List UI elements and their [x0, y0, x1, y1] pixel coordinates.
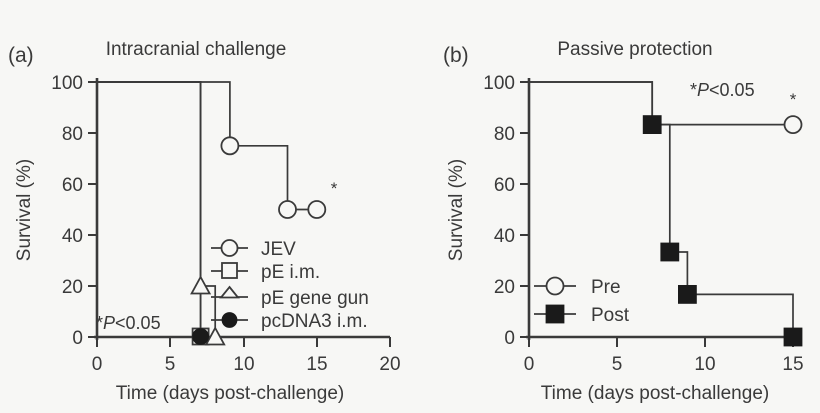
marker-open-circle-pre-d15 [783, 115, 803, 134]
panel-b-ytick-20: 20 [494, 277, 515, 298]
panel-a-ytick-100: 100 [51, 73, 83, 94]
panel-a-xtick-0: 0 [92, 354, 103, 375]
marker-open-circle-jev-d13 [278, 200, 297, 219]
panel-a-ytick-60: 60 [62, 175, 83, 196]
panel-b-ytick-40: 40 [494, 226, 515, 247]
panel-b-legend: Pre Post [534, 276, 630, 326]
panel-b-pvalue-rest: <0.05 [709, 80, 755, 100]
panel-a-x-ticks: 0 5 10 15 20 [92, 337, 401, 375]
panel-a-legend-label-jev: JEV [261, 239, 296, 260]
marker-open-circle-jev-d9 [220, 136, 240, 156]
panel-a-ytick-40: 40 [62, 226, 83, 247]
panel-b-significance-star: * [790, 90, 797, 109]
panel-a-legend-item-pcdna3-im[interactable]: pcDNA3 i.m. [211, 311, 368, 332]
panel-a: (a) Intracranial challenge 0 20 40 60 80… [8, 39, 401, 404]
panel-b-ytick-100: 100 [483, 73, 515, 94]
panel-a-letter: (a) [8, 44, 34, 67]
marker-open-triangle-pe-gene-gun-d7 [190, 275, 212, 295]
panel-b-xtick-0: 0 [524, 354, 535, 375]
open-square-icon [221, 262, 238, 279]
filled-circle-icon [221, 312, 238, 328]
panel-a-pvalue-p: P [103, 313, 115, 333]
panel-b-ytick-0: 0 [504, 328, 515, 349]
panel-a-pvalue-note: *P<0.05 [96, 313, 161, 333]
panel-a-xlabel: Time (days post-challenge) [116, 383, 344, 404]
open-triangle-icon [219, 285, 240, 299]
panel-a-legend-item-pe-im[interactable]: pE i.m. [211, 262, 320, 283]
open-circle-icon [545, 276, 565, 296]
panel-b-xtick-15: 15 [782, 354, 803, 375]
panel-b: (b) Passive protection 0 20 40 60 80 100 [443, 39, 804, 404]
panel-a-xtick-20: 20 [379, 354, 400, 375]
marker-open-triangle-pe-gene-gun-d8 [204, 326, 226, 346]
panel-a-legend-label-pe-gene-gun: pE gene gun [261, 288, 369, 309]
panel-a-markers [190, 136, 327, 346]
panel-a-significance-star: * [331, 179, 338, 198]
panel-b-title: Passive protection [557, 39, 712, 60]
panel-a-xtick-10: 10 [233, 354, 254, 375]
panel-b-x-ticks: 0 5 10 15 [524, 337, 804, 375]
panel-b-letter: (b) [443, 44, 469, 67]
panel-b-legend-label-post: Post [591, 305, 630, 326]
panel-b-pvalue-star: * [690, 80, 697, 100]
marker-open-circle-jev-d15 [307, 200, 327, 219]
panel-b-pvalue-p: P [697, 80, 709, 100]
panel-b-legend-item-pre[interactable]: Pre [534, 276, 621, 298]
panel-b-xtick-5: 5 [612, 354, 623, 375]
open-circle-icon [220, 239, 239, 257]
panel-a-legend: JEV pE i.m. pE gene gun pcDNA3 i.m. [211, 239, 369, 332]
panel-a-pvalue-rest: <0.05 [115, 313, 161, 333]
marker-filled-square-post-d9 [678, 284, 697, 304]
panel-b-ytick-60: 60 [494, 175, 515, 196]
panel-b-ytick-80: 80 [494, 124, 515, 145]
panel-b-ylabel: Survival (%) [446, 159, 467, 261]
panel-a-title: Intracranial challenge [106, 39, 287, 60]
panel-a-legend-item-pe-gene-gun[interactable]: pE gene gun [211, 285, 369, 309]
panel-a-ytick-80: 80 [62, 124, 83, 145]
panel-a-xtick-5: 5 [165, 354, 176, 375]
panel-a-ytick-0: 0 [72, 328, 83, 349]
panel-b-pvalue-note: *P<0.05 [690, 80, 755, 100]
marker-filled-square-post-d7 [642, 115, 662, 134]
marker-filled-square-post-d15 [783, 327, 803, 347]
panel-a-pvalue-star: * [96, 313, 103, 333]
filled-square-icon [545, 304, 565, 324]
panel-b-markers [642, 115, 803, 347]
panel-b-xlabel: Time (days post-challenge) [541, 383, 769, 404]
panel-b-legend-item-post[interactable]: Post [534, 304, 630, 326]
panel-b-y-ticks: 0 20 40 60 80 100 [483, 73, 529, 349]
panel-a-xtick-15: 15 [306, 354, 327, 375]
panel-b-xtick-10: 10 [694, 354, 715, 375]
panel-a-y-ticks: 0 20 40 60 80 100 [51, 73, 97, 349]
panel-a-legend-label-pe-im: pE i.m. [261, 262, 320, 283]
marker-filled-circle-pcdna3-im-d7 [192, 328, 210, 345]
marker-filled-square-post-d8 [660, 242, 680, 262]
panel-a-ylabel: Survival (%) [14, 159, 35, 261]
panel-a-legend-item-jev[interactable]: JEV [211, 239, 296, 260]
panel-b-legend-label-pre: Pre [591, 277, 621, 298]
panel-a-ytick-20: 20 [62, 277, 83, 298]
panel-a-legend-label-pcdna3-im: pcDNA3 i.m. [261, 311, 368, 332]
